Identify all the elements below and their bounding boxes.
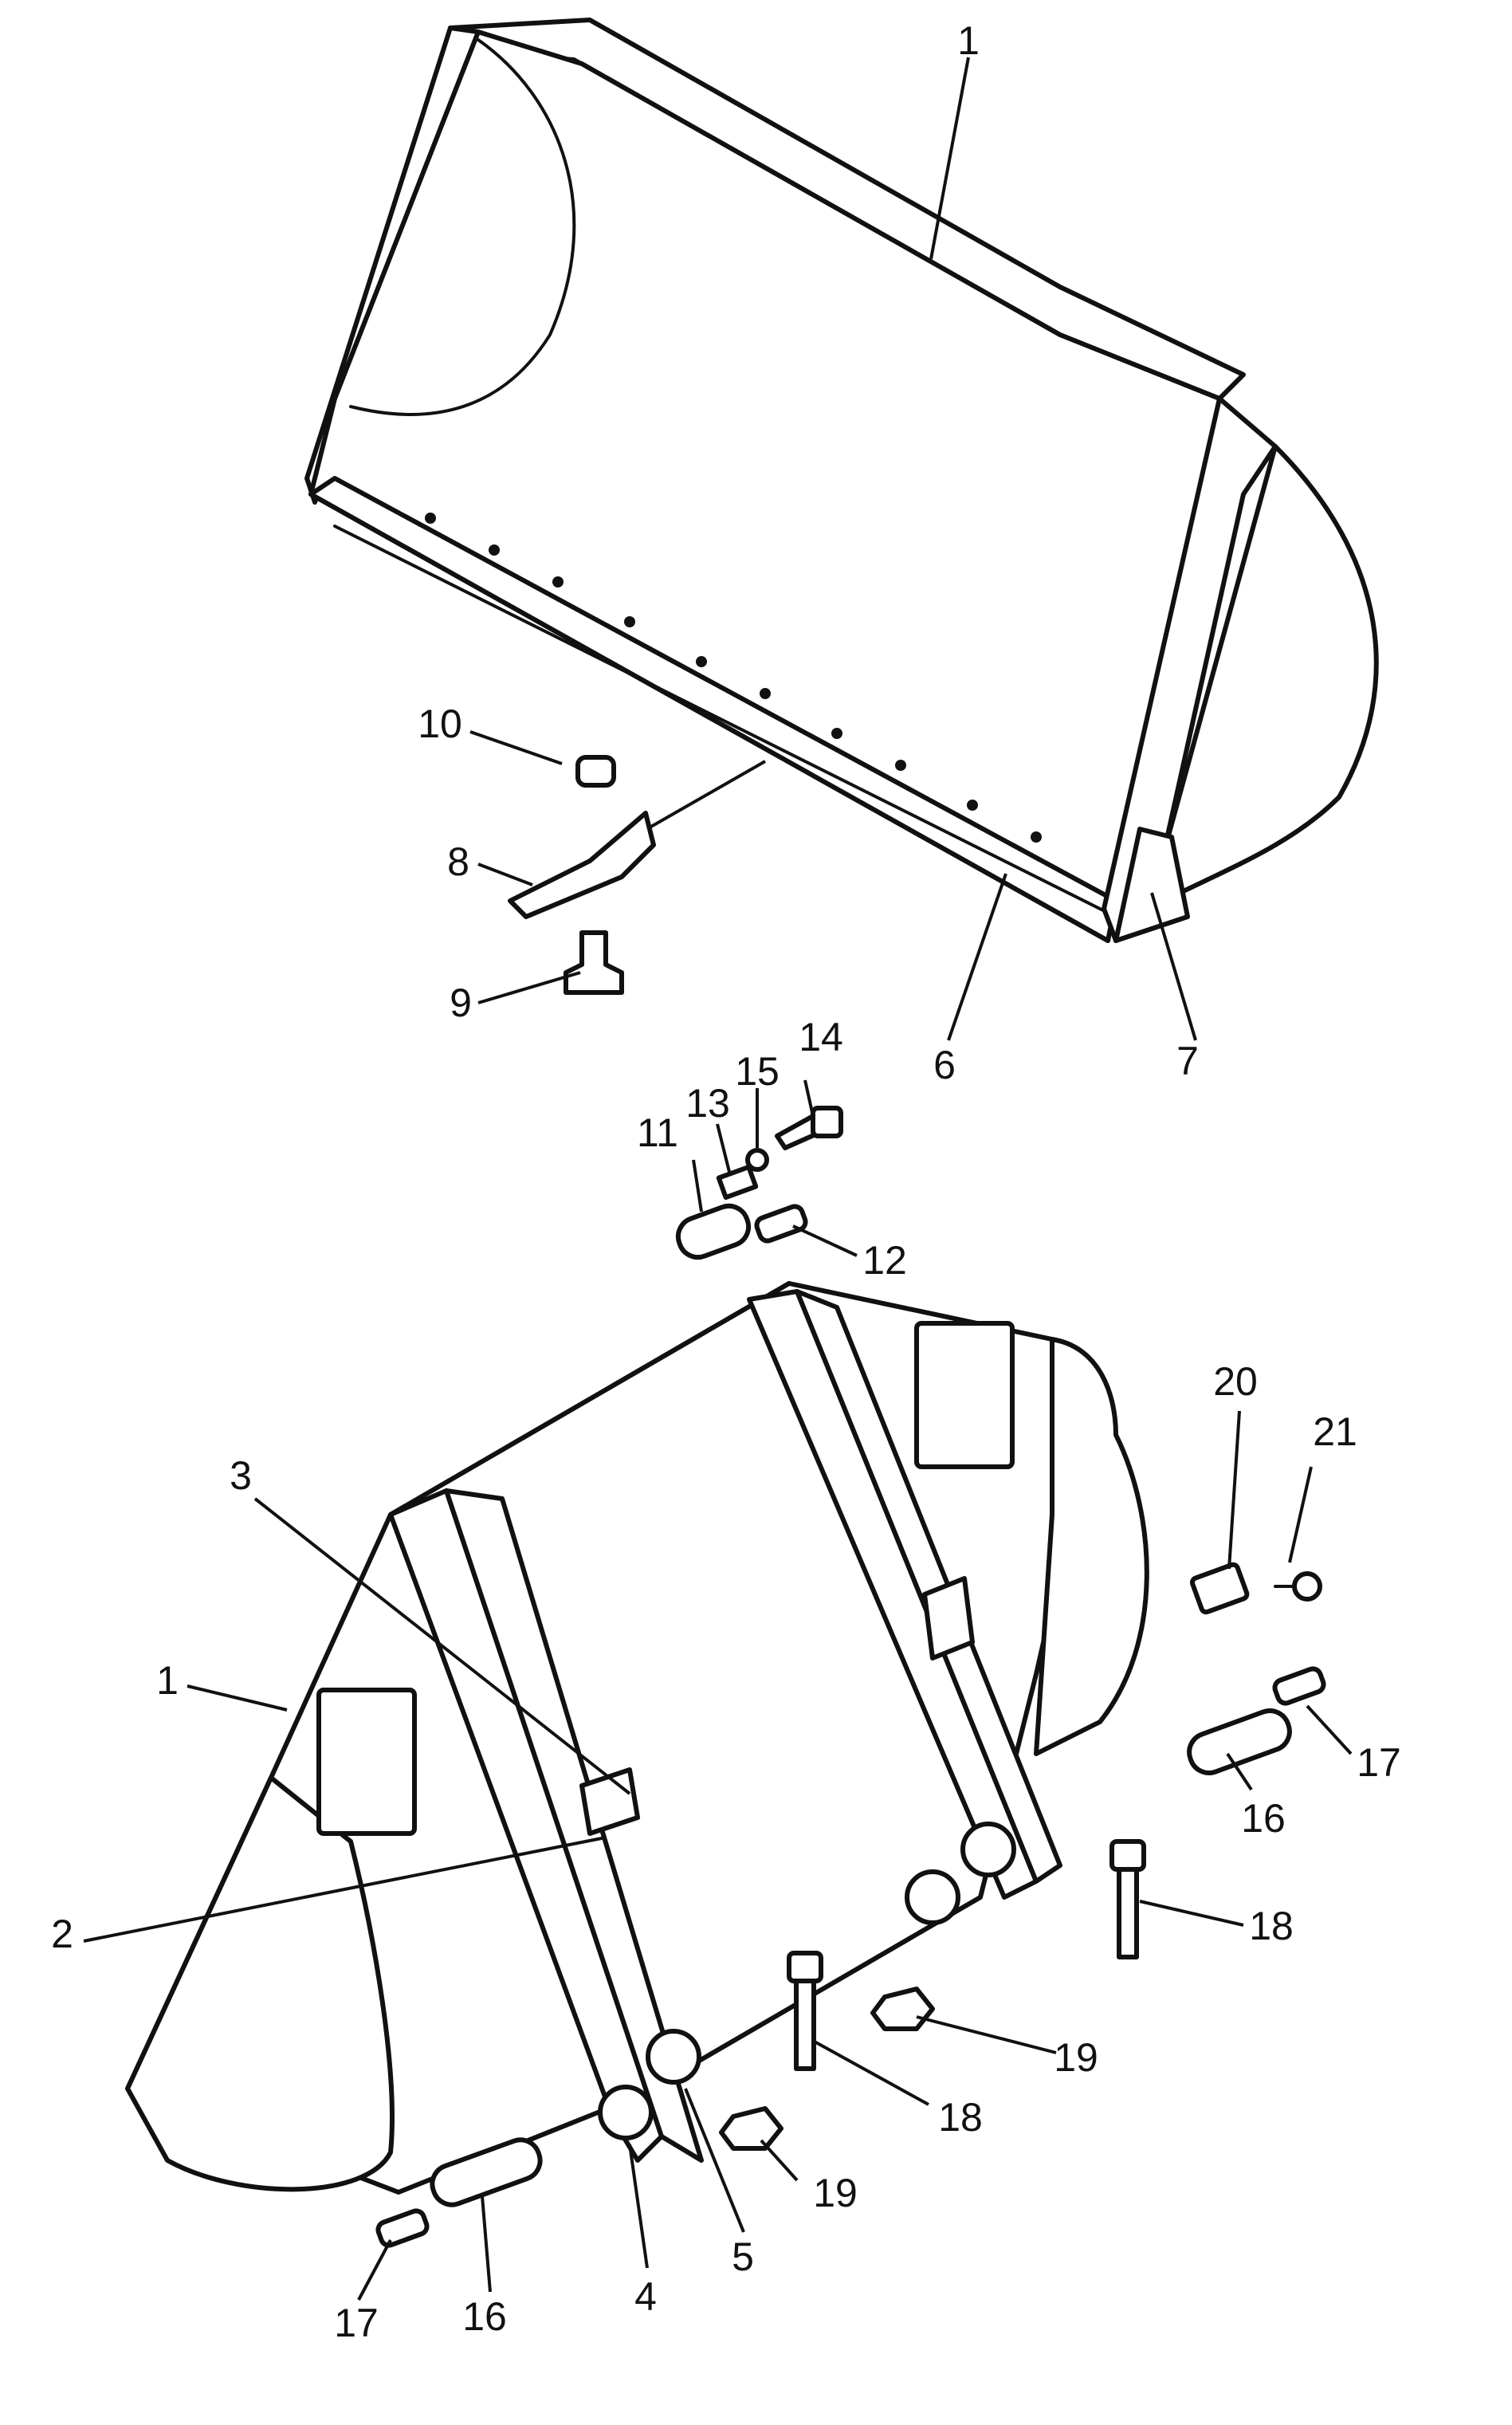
bucket-rear-view bbox=[125, 1106, 1326, 2248]
bolt-holes bbox=[425, 513, 1042, 843]
callout-18-left: 18 bbox=[938, 2095, 983, 2140]
bucket-front-view bbox=[304, 18, 1379, 995]
callout-9: 9 bbox=[450, 981, 472, 1025]
callout-15: 15 bbox=[735, 1049, 780, 1094]
callout-19-left: 19 bbox=[813, 2171, 858, 2215]
callout-16-right: 16 bbox=[1241, 1796, 1286, 1841]
callout-1-top: 1 bbox=[957, 18, 980, 63]
callout-11: 11 bbox=[637, 1110, 678, 1155]
callout-labels: 1 10 8 9 6 7 14 15 13 11 12 20 21 3 1 17… bbox=[51, 18, 1401, 2345]
callout-17-right: 17 bbox=[1357, 1740, 1401, 1785]
leader-lines bbox=[83, 57, 1353, 2301]
callout-1-bottom: 1 bbox=[156, 1658, 179, 1703]
callout-16-left: 16 bbox=[462, 2294, 507, 2339]
callout-2: 2 bbox=[51, 1912, 73, 1956]
callout-21: 21 bbox=[1313, 1409, 1357, 1454]
callout-6: 6 bbox=[933, 1043, 956, 1087]
callout-10: 10 bbox=[418, 702, 462, 746]
callout-5: 5 bbox=[732, 2234, 754, 2279]
callout-7: 7 bbox=[1176, 1039, 1199, 1083]
callout-19-right: 19 bbox=[1054, 2035, 1098, 2080]
bucket-tooth-shape bbox=[508, 811, 656, 919]
callout-18-right: 18 bbox=[1249, 1904, 1294, 1948]
callout-12: 12 bbox=[862, 1238, 907, 1283]
callout-14: 14 bbox=[799, 1015, 843, 1059]
callout-8: 8 bbox=[447, 839, 469, 884]
callout-13: 13 bbox=[685, 1081, 730, 1126]
callout-3: 3 bbox=[230, 1453, 252, 1498]
callout-17-left: 17 bbox=[334, 2301, 379, 2345]
callout-20: 20 bbox=[1213, 1359, 1258, 1404]
callout-4: 4 bbox=[634, 2274, 657, 2319]
